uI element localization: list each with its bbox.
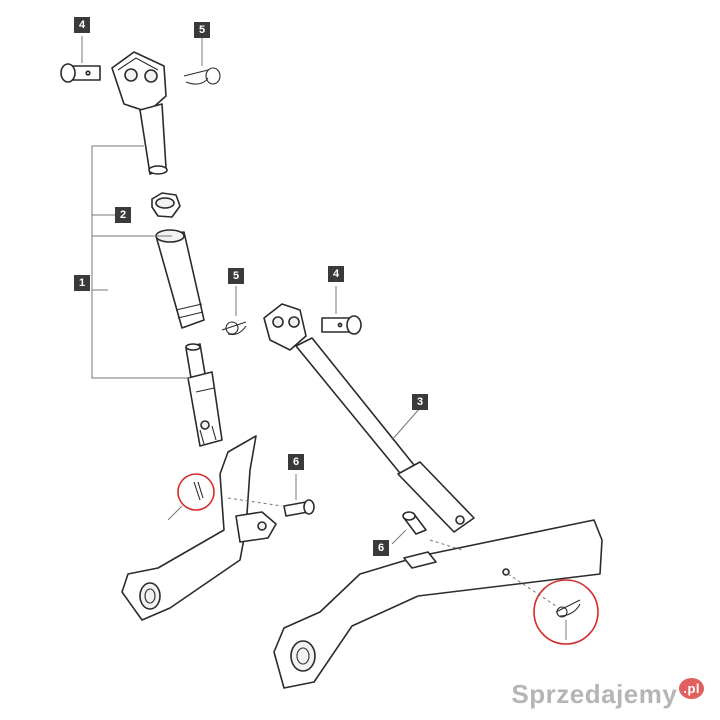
callout-4-top: 4 (74, 17, 90, 33)
svg-text:1: 1 (79, 277, 85, 289)
hex-nut (151, 192, 181, 218)
svg-text:5: 5 (233, 270, 239, 282)
top-clevis (111, 51, 168, 175)
callout-6-left: 6 (288, 454, 304, 470)
hitch-pin-left (283, 499, 315, 517)
right-lower-arm (273, 519, 603, 689)
svg-text:4: 4 (333, 268, 340, 280)
highlight-circle-left (177, 473, 215, 511)
highlight-circle-right (533, 579, 599, 645)
callout-2: 2 (115, 207, 131, 223)
clevis-pin-mid (321, 315, 362, 335)
callout-5-mid: 5 (228, 268, 244, 284)
callout-3: 3 (412, 394, 428, 410)
watermark-text: Sprzedajemy (511, 679, 678, 709)
left-lower-arm (121, 435, 277, 621)
svg-text:6: 6 (378, 542, 384, 554)
top-link-assembly (91, 51, 223, 447)
r-clip-mid (221, 321, 247, 336)
r-clip-top (183, 67, 221, 85)
svg-text:4: 4 (79, 19, 86, 31)
lower-clevis (185, 343, 223, 447)
svg-text:2: 2 (120, 209, 126, 221)
right-link-arm (263, 303, 475, 533)
callout-4-mid: 4 (328, 266, 344, 282)
watermark-suffix: .pl (679, 678, 704, 700)
svg-text:3: 3 (417, 396, 423, 408)
assembly-bracket (91, 145, 190, 379)
callout-6-right: 6 (373, 540, 389, 556)
watermark: Sprzedajemy.pl (511, 678, 704, 710)
threaded-tube (155, 229, 205, 329)
callout-5-top: 5 (194, 22, 210, 38)
clevis-pin-top (60, 63, 101, 83)
cotter-pin-left (177, 473, 215, 511)
callout-1: 1 (74, 275, 90, 291)
r-clip-right (533, 579, 599, 645)
svg-text:6: 6 (293, 456, 299, 468)
svg-text:5: 5 (199, 24, 205, 36)
hitch-pin-right (402, 511, 427, 535)
